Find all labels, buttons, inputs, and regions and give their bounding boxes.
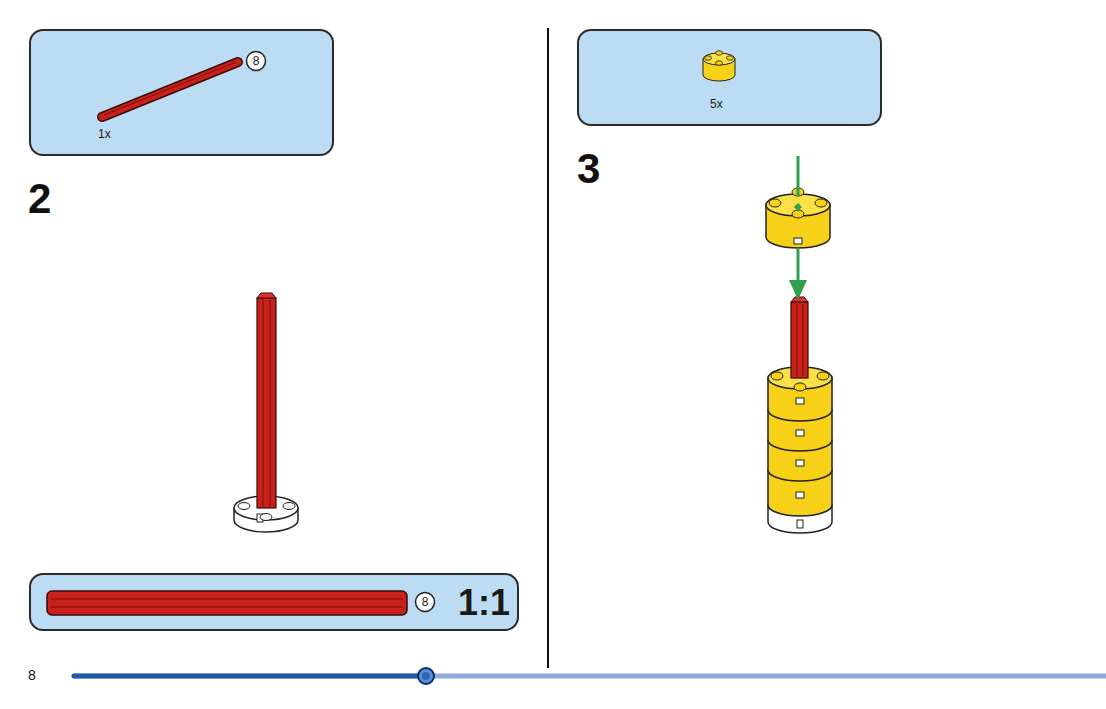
step-number: 2 [28, 178, 51, 220]
callout-number: 8 [422, 596, 429, 608]
step-number: 3 [577, 148, 600, 190]
quantity-label: 5x [710, 98, 723, 110]
step2-model [234, 293, 298, 532]
length-callout: 8 [414, 591, 436, 613]
divider [547, 28, 549, 668]
part-image [31, 31, 332, 154]
page-number: 8 [28, 668, 36, 682]
parts-box: 1x 8 [29, 29, 334, 156]
progress-bar [74, 668, 1106, 684]
parts-box: 5x [577, 29, 882, 126]
step3-model [766, 156, 832, 533]
length-callout: 8 [245, 50, 267, 72]
part-image [31, 575, 517, 629]
part-image [579, 31, 880, 124]
callout-number: 8 [253, 55, 260, 67]
quantity-label: 1x [98, 128, 111, 140]
scale-box: 1:1 8 [29, 573, 519, 631]
scale-label: 1:1 [458, 585, 510, 621]
